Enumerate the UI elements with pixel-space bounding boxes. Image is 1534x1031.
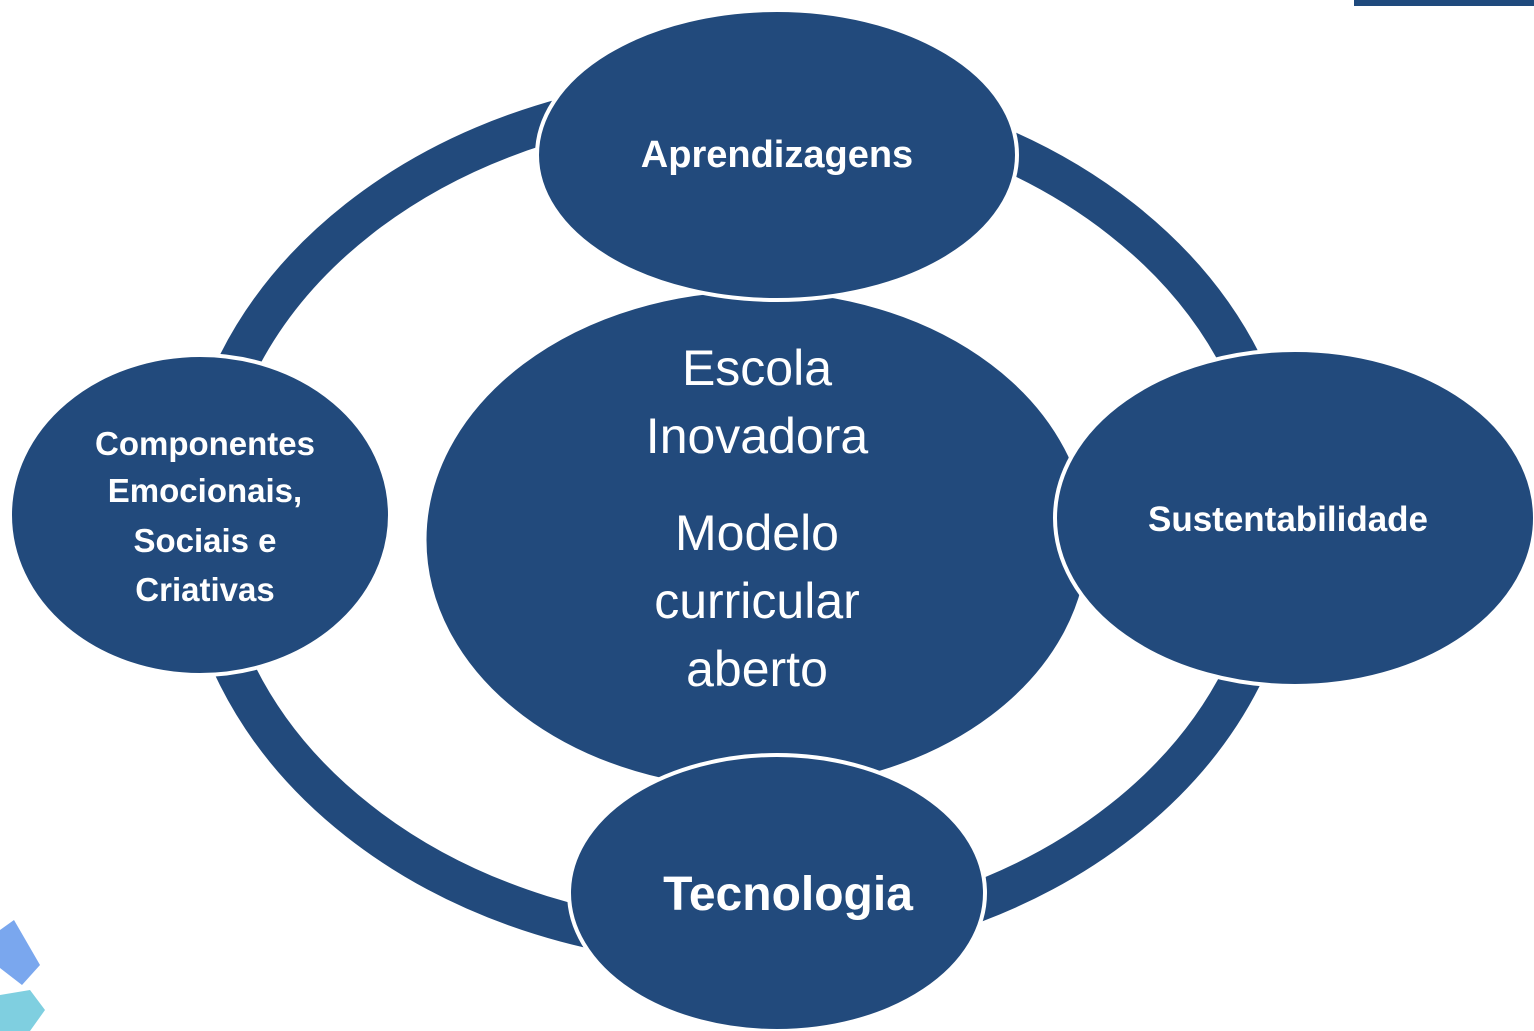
center-subtitle-line2: curricular — [654, 573, 860, 629]
center-title-line2: Inovadora — [646, 408, 869, 464]
node-sustentabilidade-label: Sustentabilidade — [1148, 500, 1428, 539]
center-title-line1: Escola — [682, 340, 832, 396]
node-componentes-label-line2: Emocionais, — [108, 472, 302, 509]
logo-fragment — [1354, 0, 1534, 6]
node-tecnologia — [567, 753, 987, 1031]
node-componentes-label-line1: Componentes — [95, 425, 315, 462]
node-componentes-label-line4: Criativas — [135, 571, 274, 608]
node-tecnologia-label: Tecnologia — [663, 868, 913, 921]
node-componentes-label-line3: Sociais e — [133, 522, 276, 559]
node-aprendizagens — [535, 8, 1019, 302]
corner-shape-teal — [0, 990, 45, 1031]
node-componentes — [8, 353, 392, 677]
node-sustentabilidade — [1053, 348, 1534, 688]
corner-shape-blue — [0, 920, 40, 985]
center-subtitle-line3: aberto — [686, 641, 828, 697]
node-aprendizagens-label: Aprendizagens — [641, 134, 913, 176]
center-subtitle-line1: Modelo — [675, 505, 839, 561]
